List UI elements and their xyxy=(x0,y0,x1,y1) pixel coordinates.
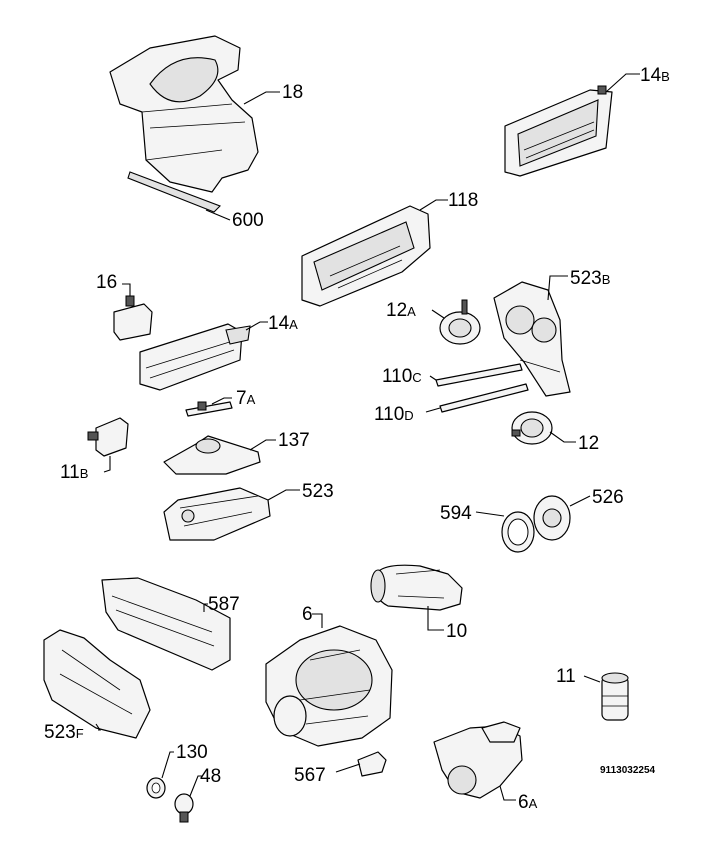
part-18-dispenser-housing xyxy=(109,35,259,213)
part-567-clip xyxy=(357,751,387,777)
leader-6 xyxy=(312,613,323,628)
label-11: 11 xyxy=(556,666,576,687)
part-587-panel xyxy=(101,577,231,671)
part-14a-power-module xyxy=(139,323,251,391)
part-10-heater xyxy=(370,564,463,611)
part-523b-bracket xyxy=(493,281,571,397)
label-10: 10 xyxy=(446,621,467,642)
leader-11 xyxy=(583,675,601,683)
label-11b: 11B xyxy=(60,462,88,483)
label-137: 137 xyxy=(278,430,310,451)
label-6a: 6A xyxy=(518,792,538,813)
leader-587 xyxy=(203,603,208,612)
part-137-cover xyxy=(163,435,261,475)
label-523b: 523B xyxy=(570,268,610,289)
label-16: 16 xyxy=(96,272,117,293)
leader-523b xyxy=(547,275,568,301)
leader-130 xyxy=(161,751,174,779)
label-526: 526 xyxy=(592,487,624,508)
part-523f-frame xyxy=(43,629,151,739)
label-12a: 12A xyxy=(386,300,416,321)
diagram-code: 9113032254 xyxy=(600,765,656,776)
label-594: 594 xyxy=(440,503,472,524)
label-14a: 14A xyxy=(268,313,298,334)
part-11-capacitor xyxy=(601,672,629,721)
leader-110d xyxy=(425,407,441,413)
label-118: 118 xyxy=(448,190,478,211)
part-12-pressure-switch xyxy=(511,411,553,445)
label-6: 6 xyxy=(302,604,313,625)
part-12a-pressure-switch xyxy=(439,299,481,345)
leader-12a xyxy=(431,309,445,319)
part-14b-control-module xyxy=(504,85,613,177)
label-587: 587 xyxy=(208,594,240,615)
part-6a-drain-pump xyxy=(433,721,523,799)
leader-12 xyxy=(549,431,576,443)
leader-14a xyxy=(245,321,268,331)
part-523-housing xyxy=(163,487,271,541)
part-118-control-board xyxy=(301,205,431,307)
label-110c: 110C xyxy=(382,366,422,387)
leader-14b xyxy=(605,73,640,93)
leader-118 xyxy=(419,199,448,211)
leader-11b xyxy=(103,456,111,473)
leader-6a xyxy=(499,785,516,801)
leader-110c xyxy=(429,375,437,381)
label-130: 130 xyxy=(176,742,208,763)
leader-600 xyxy=(205,209,231,221)
leader-137 xyxy=(249,439,276,451)
leader-526 xyxy=(569,495,591,507)
leader-10 xyxy=(427,606,444,631)
part-130-nut xyxy=(146,777,166,799)
label-7a: 7A xyxy=(236,388,256,409)
leader-567 xyxy=(335,763,361,773)
label-18: 18 xyxy=(282,82,303,103)
part-6-motor xyxy=(265,625,393,747)
part-16-switch xyxy=(113,295,153,341)
part-7a-clip xyxy=(185,401,233,417)
part-11b-block xyxy=(87,417,129,457)
label-48: 48 xyxy=(200,766,221,787)
label-567: 567 xyxy=(294,765,326,786)
label-523f: 523F xyxy=(44,722,84,743)
leader-594 xyxy=(475,511,505,517)
leader-18 xyxy=(243,91,280,105)
leader-7a xyxy=(211,397,232,405)
part-526-disc xyxy=(533,495,571,541)
label-14b: 14B xyxy=(640,65,670,86)
part-48-screw xyxy=(174,793,194,823)
label-110d: 110D xyxy=(374,404,414,425)
label-523: 523 xyxy=(302,481,334,502)
part-110-rods xyxy=(435,363,529,413)
leader-523 xyxy=(267,489,300,501)
label-600: 600 xyxy=(232,210,264,231)
part-594-seal xyxy=(501,511,535,553)
leader-523f xyxy=(95,723,102,731)
leader-16 xyxy=(122,283,131,296)
label-12: 12 xyxy=(578,433,599,454)
leader-48 xyxy=(189,775,202,797)
